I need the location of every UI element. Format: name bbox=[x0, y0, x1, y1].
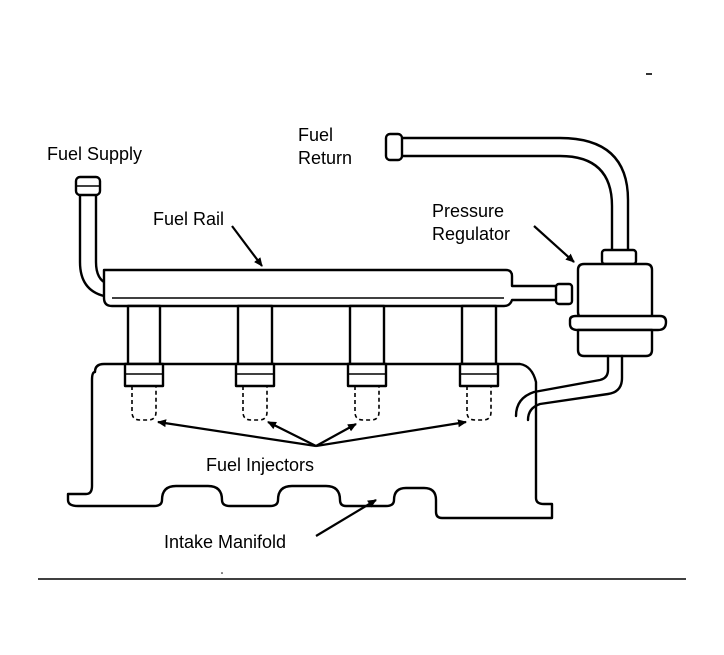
arrow-fuel-rail bbox=[231, 225, 263, 267]
label-regulator: Regulator bbox=[432, 224, 510, 244]
label-intake-manifold: Intake Manifold bbox=[164, 532, 286, 552]
injector-4 bbox=[458, 304, 500, 421]
pressure-regulator bbox=[568, 248, 668, 358]
injector-2 bbox=[234, 304, 276, 421]
regulator-return-pipe bbox=[514, 354, 624, 422]
fuel-return-pipe bbox=[398, 136, 630, 254]
label-fuel-rail: Fuel Rail bbox=[153, 209, 224, 229]
regulator-fitting bbox=[554, 282, 574, 306]
arrow-pressure-regulator bbox=[533, 225, 575, 263]
arrow-intake-manifold bbox=[315, 499, 377, 537]
injector-3 bbox=[346, 304, 388, 421]
intake-manifold bbox=[66, 362, 554, 520]
arrow-injector-1 bbox=[157, 419, 317, 448]
label-fuel-supply: Fuel Supply bbox=[47, 144, 142, 164]
label-fuel-return-2: Return bbox=[298, 148, 352, 168]
label-fuel-injectors: Fuel Injectors bbox=[206, 455, 314, 475]
fuel-rail bbox=[102, 268, 562, 308]
arrow-injector-2 bbox=[267, 421, 317, 447]
label-pressure: Pressure bbox=[432, 201, 504, 221]
label-fuel-return-1: Fuel bbox=[298, 125, 333, 145]
arrow-injector-4 bbox=[315, 419, 467, 448]
injector-1 bbox=[123, 304, 165, 421]
arrow-injector-3 bbox=[315, 423, 357, 447]
fuel-return-fitting bbox=[384, 132, 404, 162]
